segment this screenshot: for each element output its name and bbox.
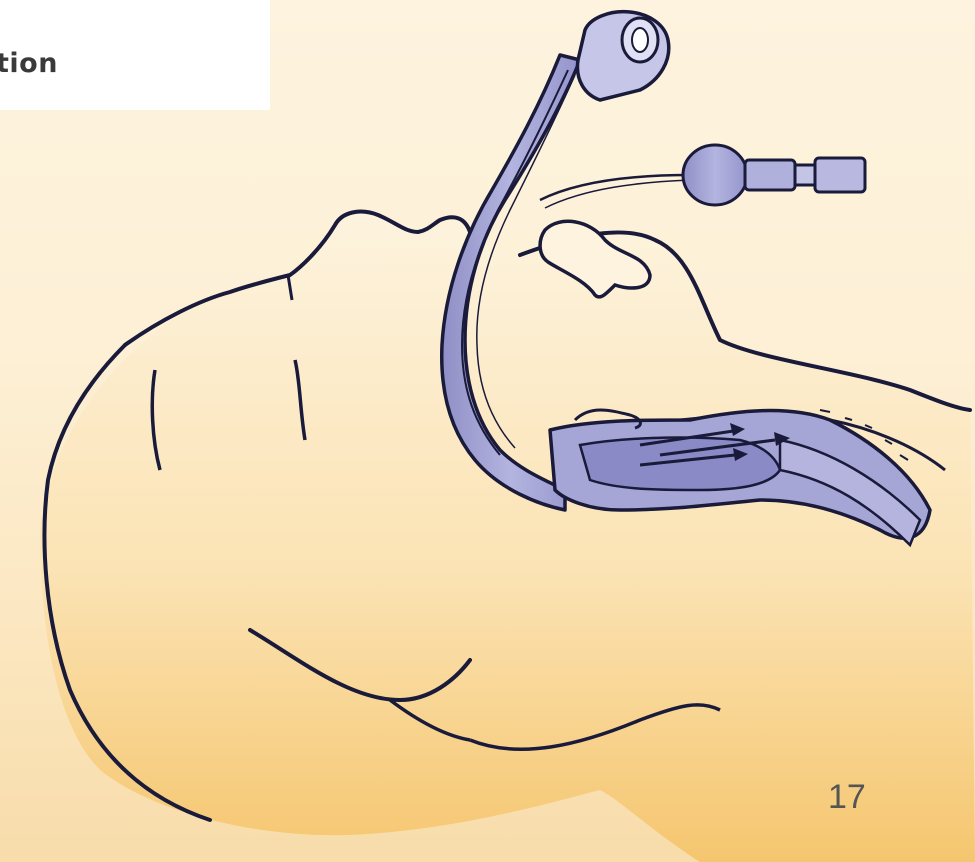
mask-cuff-inner: [580, 438, 780, 490]
pilot-line-inner: [545, 180, 690, 208]
pilot-valve: [745, 160, 795, 190]
title-strip: tion: [0, 0, 270, 110]
pilot-valve-tip: [795, 165, 815, 185]
pilot-valve-end: [815, 158, 865, 192]
slide-title-fragment: tion: [0, 48, 58, 79]
pilot-balloon: [683, 145, 747, 205]
page-number: 17: [828, 778, 866, 817]
tube-connector: [577, 12, 668, 100]
